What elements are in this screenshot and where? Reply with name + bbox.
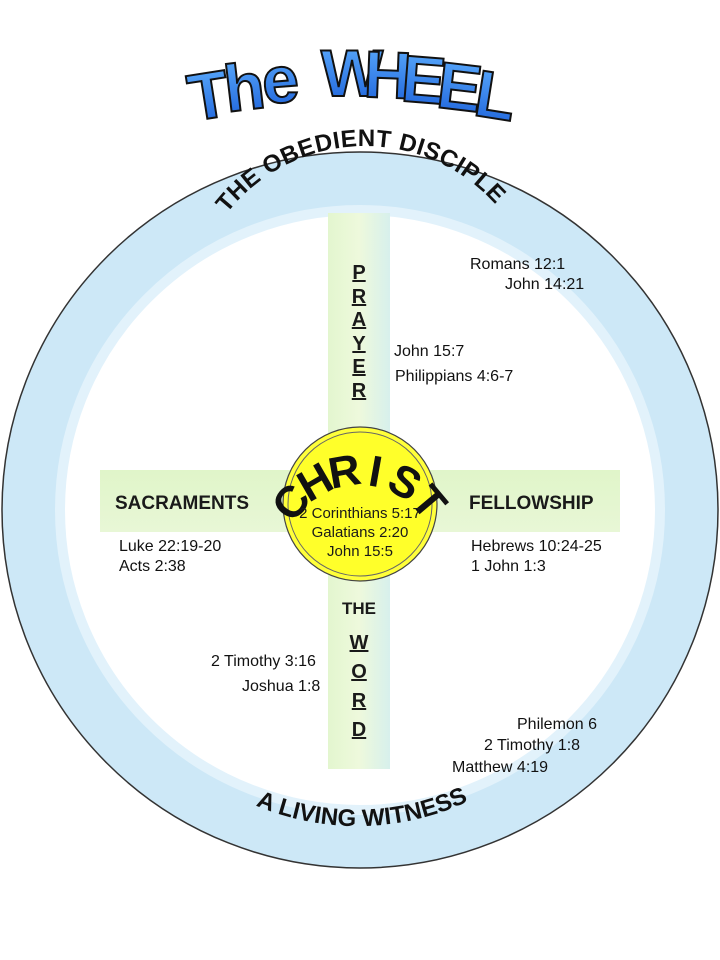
fellowship-label: FELLOWSHIP: [469, 493, 594, 514]
title-letter: e: [259, 41, 301, 118]
rim-ref-top: John 14:21: [505, 276, 585, 293]
sacraments-ref: Luke 22:19-20: [119, 538, 222, 555]
prayer-ref: John 15:7: [394, 343, 465, 360]
sacraments-ref: Acts 2:38: [119, 558, 186, 575]
hub-ref: Galatians 2:20: [311, 524, 409, 541]
title-letter: H: [363, 37, 414, 113]
prayer-letter: Y: [352, 332, 366, 355]
word-ref: 2 Timothy 3:16: [211, 653, 316, 670]
prayer-letter: R: [351, 379, 367, 402]
word-letter: W: [349, 632, 369, 654]
title-letter: h: [220, 48, 269, 126]
word-letter: R: [351, 690, 367, 712]
rim-ref-bottom: 2 Timothy 1:8: [484, 737, 581, 754]
prayer-letter: E: [352, 356, 366, 378]
title-letter: W: [321, 36, 384, 110]
rim-ref-top: Romans 12:1: [470, 256, 566, 273]
word-letter: O: [351, 661, 367, 683]
fellowship-ref: 1 John 1:3: [471, 558, 546, 575]
word-ref: Joshua 1:8: [242, 678, 321, 695]
hub-circle: [287, 431, 433, 577]
prayer-letter: A: [351, 309, 367, 331]
hub-ref: 2 Corinthians 5:17: [299, 505, 421, 522]
word-letter: D: [351, 719, 367, 741]
prayer-letter: P: [352, 262, 366, 284]
prayer-letter: R: [351, 285, 367, 308]
prayer-ref: Philippians 4:6-7: [395, 368, 514, 385]
title-letter: E: [433, 47, 485, 126]
word-spoke-prefix: THE: [342, 599, 376, 618]
fellowship-ref: Hebrews 10:24-25: [471, 538, 602, 555]
rim-ref-bottom: Matthew 4:19: [452, 759, 549, 776]
hub-ref: John 15:5: [327, 543, 393, 560]
rim-ref-bottom: Philemon 6: [517, 716, 598, 733]
sacraments-label: SACRAMENTS: [115, 493, 250, 514]
title-letter: E: [399, 41, 449, 118]
